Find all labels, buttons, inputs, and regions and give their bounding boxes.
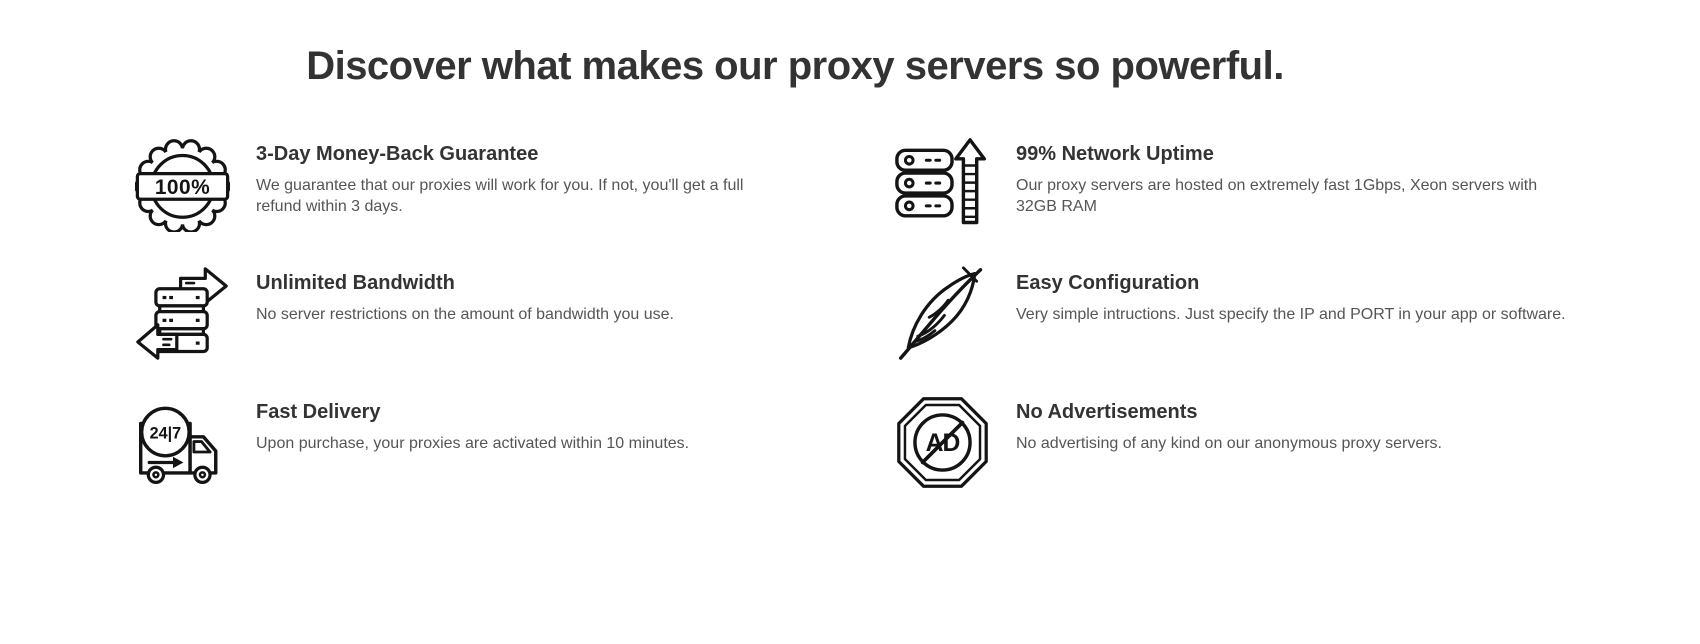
feature-title: Fast Delivery (256, 401, 381, 423)
feature-easy-configuration: Easy Configuration Very simple intructio… (895, 266, 1595, 362)
feature-title: No Advertisements (1016, 401, 1198, 423)
feature-description: Upon purchase, your proxies are activate… (256, 435, 690, 452)
feature-description: We guarantee that our proxies will work … (256, 177, 744, 215)
server-uptime-icon (895, 137, 990, 232)
delivery-badge-label: 24|7 (150, 425, 181, 443)
feature-description: Very simple intructions. Just specify th… (1016, 306, 1566, 323)
feather-icon (895, 266, 990, 361)
feature-no-advertisements: AD No Advertisements No advertising of a… (895, 395, 1595, 491)
features-grid: 100% 3-Day Money-Back Guarantee We guara… (135, 137, 1700, 491)
server-bandwidth-icon (135, 266, 230, 361)
feature-description: Our proxy servers are hosted on extremel… (1016, 177, 1538, 215)
feature-network-uptime: 99% Network Uptime Our proxy servers are… (895, 137, 1595, 233)
page-title: Discover what makes our proxy servers so… (306, 44, 1284, 88)
feature-fast-delivery: 24|7 Fast Delivery Upon purchase, your p… (135, 395, 835, 491)
no-ads-icon: AD (895, 395, 990, 490)
guarantee-100-icon: 100% (135, 137, 230, 232)
feature-description: No server restrictions on the amount of … (256, 306, 674, 323)
feature-money-back-guarantee: 100% 3-Day Money-Back Guarantee We guara… (135, 137, 835, 233)
feature-title: Unlimited Bandwidth (256, 272, 455, 294)
feature-title: 3-Day Money-Back Guarantee (256, 143, 539, 165)
feature-title: Easy Configuration (1016, 272, 1200, 294)
feature-title: 99% Network Uptime (1016, 143, 1214, 165)
truck-24-7-icon: 24|7 (135, 395, 230, 490)
feature-unlimited-bandwidth: Unlimited Bandwidth No server restrictio… (135, 266, 835, 362)
feature-description: No advertising of any kind on our anonym… (1016, 435, 1442, 452)
guarantee-badge-label: 100% (155, 176, 210, 199)
